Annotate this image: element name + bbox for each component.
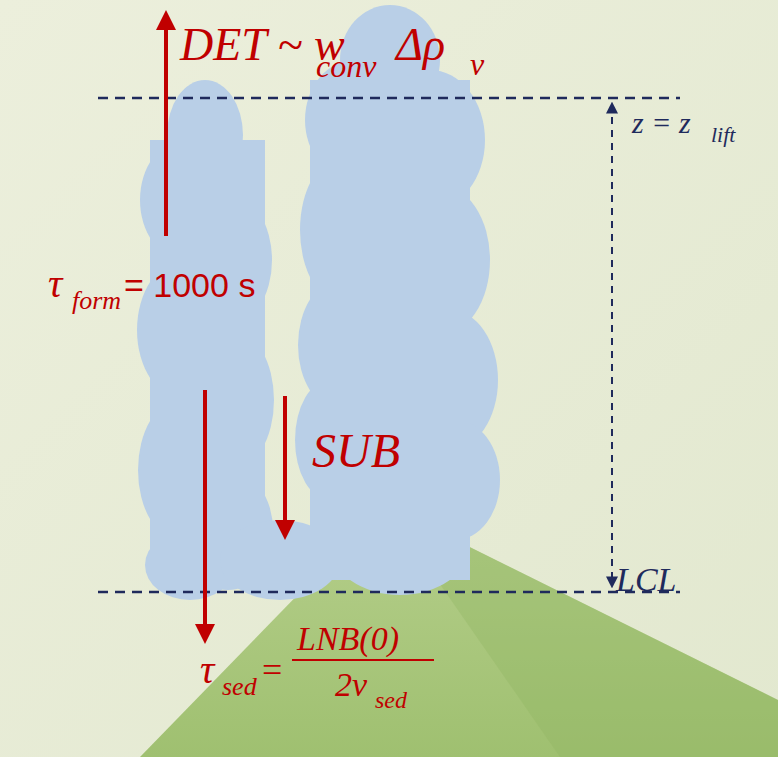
cloud [137, 5, 500, 600]
sublimation-arrow [283, 396, 287, 536]
timescale-symbol: τ [200, 650, 214, 690]
subscript: conv [316, 50, 376, 82]
detrainment-arrow [164, 14, 168, 236]
fraction-numerator: LNB(0) [297, 622, 399, 656]
subscript: sed [375, 688, 407, 712]
height-label: z = z [632, 108, 691, 138]
lift-level-line [98, 97, 680, 100]
subscript: v [470, 48, 484, 80]
process-label: SUB [312, 427, 400, 475]
subscript: sed [222, 674, 257, 700]
fraction-denominator: 2v [335, 668, 367, 702]
sedimentation-arrow [203, 390, 207, 640]
level-label: LCL [616, 563, 677, 597]
flux-label: Δρ [396, 22, 445, 68]
timescale-symbol: τ [48, 264, 62, 304]
subscript: lift [711, 124, 735, 146]
fraction-bar [292, 659, 434, 661]
lcl-level-line [98, 591, 680, 594]
height-dimension-arrow [611, 104, 613, 586]
timescale-value: = 1000 s [124, 268, 255, 302]
equals-sign: = [262, 652, 282, 688]
subscript: form [72, 288, 121, 314]
